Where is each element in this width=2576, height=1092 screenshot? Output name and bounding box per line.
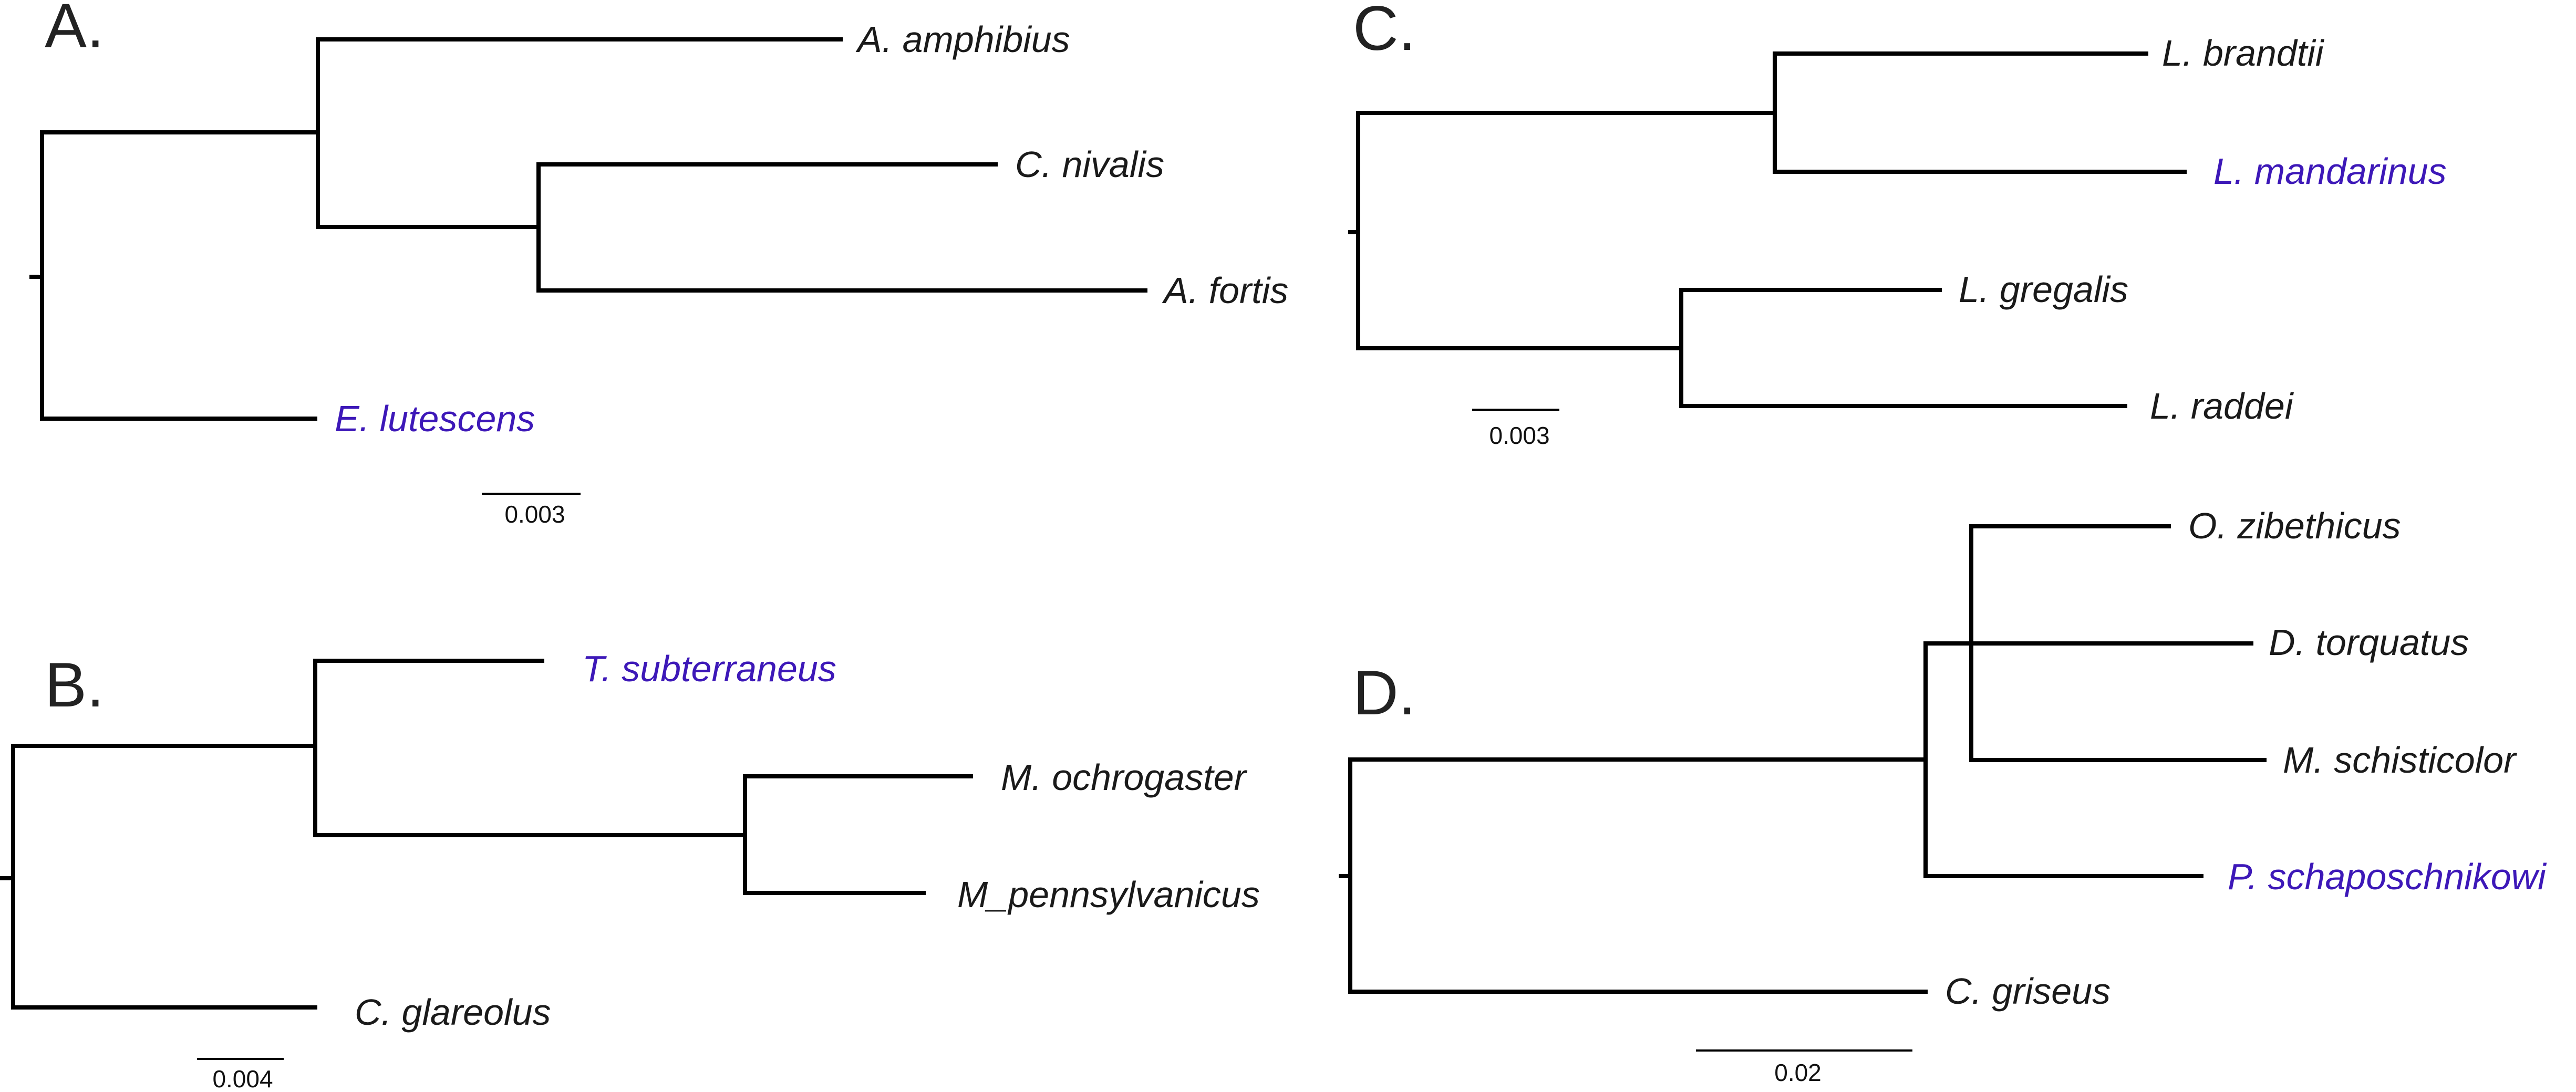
taxon-label: C. nivalis [1015, 144, 1164, 185]
panel-d-tree [1339, 524, 2267, 994]
taxon-label: O. zibethicus [2188, 505, 2401, 546]
panel-c: C. L. brandtii L. mandarinus L. gregalis… [1348, 0, 2447, 449]
taxon-label: M. ochrogaster [1001, 757, 1248, 798]
taxon-label-highlighted: E. lutescens [335, 398, 535, 439]
taxon-label: C. glareolus [355, 992, 551, 1033]
taxon-label-highlighted: L. mandarinus [2213, 151, 2447, 192]
taxon-label: L. raddei [2150, 386, 2294, 427]
panel-a-letter: A. [45, 0, 104, 61]
scale-bar-label: 0.003 [504, 501, 565, 528]
panel-b-letter: B. [45, 650, 104, 720]
taxon-label: A. fortis [1162, 270, 1288, 311]
scale-bar-label: 0.003 [1489, 422, 1549, 449]
taxon-label-highlighted: T. subterraneus [582, 648, 836, 689]
taxon-label: L. brandtii [2162, 33, 2325, 74]
taxon-label: L. gregalis [1959, 269, 2128, 310]
taxon-label-highlighted: P. schaposchnikowi [2228, 856, 2547, 897]
panel-b-tree [0, 659, 973, 1010]
panel-c-letter: C. [1353, 0, 1416, 64]
scale-bar-label: 0.004 [212, 1065, 273, 1092]
panel-d: D. O. zibethicus D. torquatus M. schisti… [1339, 505, 2547, 1086]
taxon-label: A. amphibius [855, 19, 1070, 60]
panel-b: B. T. subterraneus M. ochrogaster M_penn… [0, 648, 1260, 1092]
panel-a: A. A. amphibius C. nivalis A. fortis E. … [29, 0, 1288, 528]
panel-d-letter: D. [1353, 658, 1416, 728]
taxon-label: C. griseus [1945, 971, 2111, 1012]
taxon-label: M_pennsylvanicus [957, 874, 1260, 915]
taxon-label: D. torquatus [2269, 622, 2469, 663]
panel-c-tree [1348, 51, 2187, 408]
panel-a-tree [29, 37, 1147, 421]
scale-bar-label: 0.02 [1774, 1059, 1822, 1086]
taxon-label: M. schisticolor [2283, 740, 2517, 781]
